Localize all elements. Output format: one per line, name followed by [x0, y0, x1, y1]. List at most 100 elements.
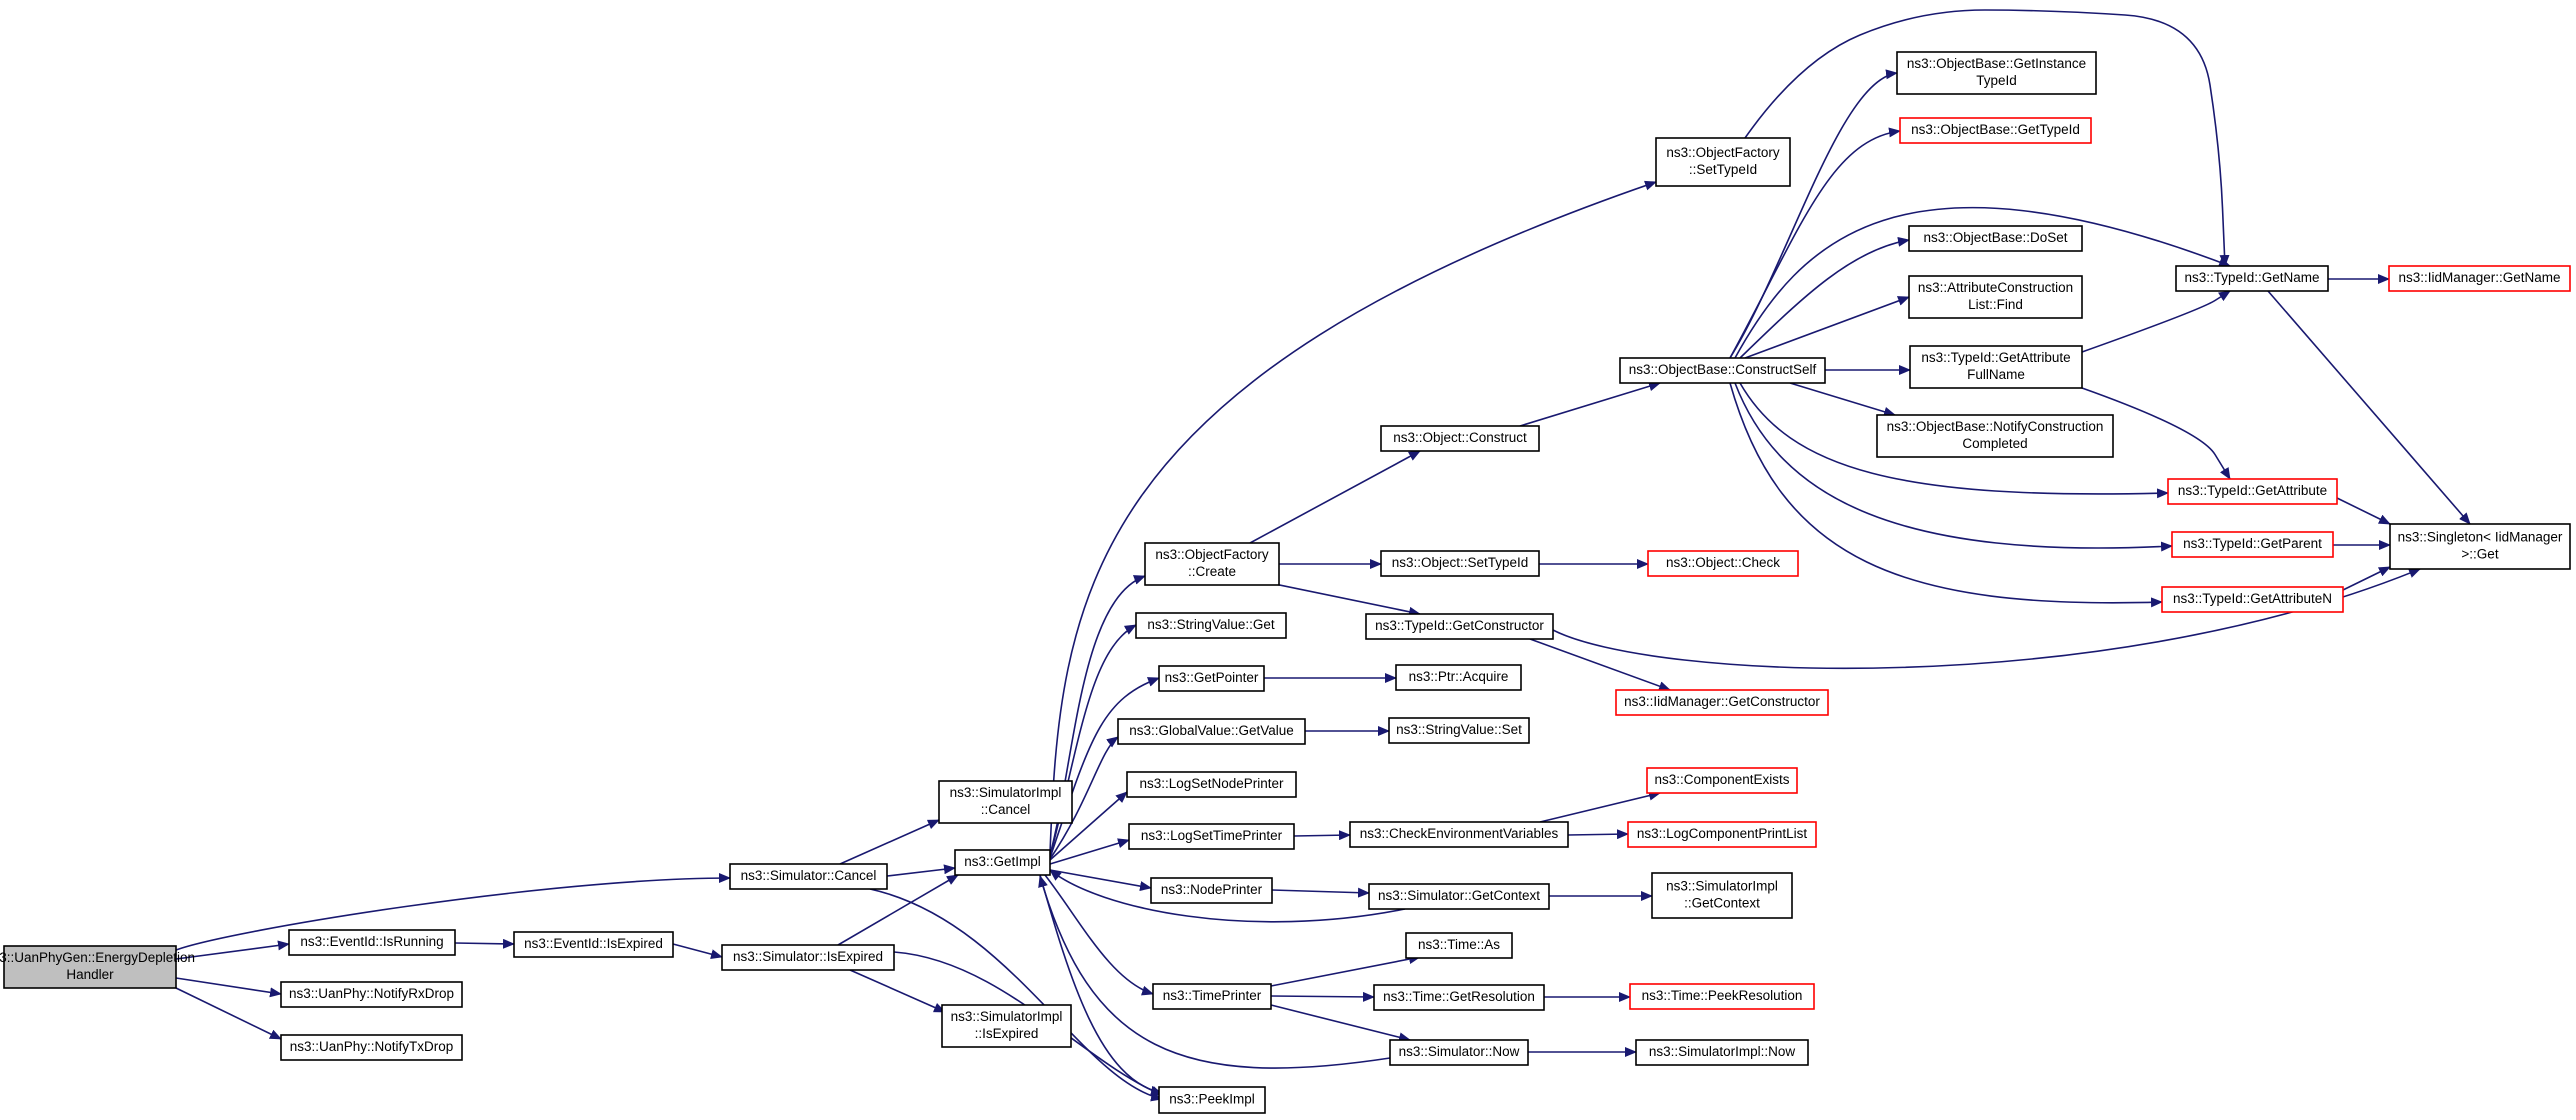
node-label: ns3::SimulatorImpl	[950, 785, 1062, 800]
node-label: ns3::TypeId::GetParent	[2183, 536, 2322, 551]
node-objsettypeid[interactable]: ns3::Object::SetTypeId	[1380, 550, 1540, 577]
node-label: ::SetTypeId	[1689, 162, 1757, 177]
node-label: TypeId	[1976, 73, 2017, 88]
node-implnow[interactable]: ns3::SimulatorImpl::Now	[1635, 1039, 1809, 1066]
node-box	[1629, 983, 1815, 1010]
edge-simcancel-to-implcancel	[839, 819, 940, 865]
node-label: ns3::LogSetNodePrinter	[1139, 776, 1284, 791]
edge-ofcreate-to-objconstruct	[1249, 450, 1421, 544]
node-checkenv[interactable]: ns3::CheckEnvironmentVariables	[1349, 821, 1569, 848]
node-box	[1152, 983, 1272, 1010]
node-getimpl[interactable]: ns3::GetImpl	[954, 849, 1051, 876]
node-label: ns3::IidManager::GetName	[2398, 270, 2560, 285]
node-label: ns3::Singleton< IidManager	[2398, 530, 2563, 545]
node-singleton[interactable]: ns3::Singleton< IidManager >::Get	[2389, 523, 2571, 570]
node-svset[interactable]: ns3::StringValue::Set	[1388, 717, 1530, 744]
node-iidgetctor[interactable]: ns3::IidManager::GetConstructor	[1615, 689, 1829, 716]
node-ptracquire[interactable]: ns3::Ptr::Acquire	[1395, 664, 1522, 691]
node-box	[2171, 531, 2334, 558]
node-timegetres[interactable]: ns3::Time::GetResolution	[1373, 984, 1545, 1011]
node-box	[1158, 1086, 1266, 1114]
node-svget[interactable]: ns3::StringValue::Get	[1135, 612, 1287, 639]
node-compexists[interactable]: ns3::ComponentExists	[1646, 767, 1798, 794]
node-implcancel[interactable]: ns3::SimulatorImpl::Cancel	[938, 780, 1073, 824]
node-box	[1627, 821, 1817, 848]
edge-evrun-to-evexp	[454, 938, 515, 949]
node-box	[1635, 1039, 1809, 1066]
node-label: ns3::ObjectFactory	[1155, 547, 1269, 562]
node-objcheck[interactable]: ns3::Object::Check	[1647, 550, 1799, 577]
node-tidgetname[interactable]: ns3::TypeId::GetName	[2175, 265, 2329, 292]
node-label: ns3::Simulator::Cancel	[741, 868, 877, 883]
edge-obconstructself-to-obgetinst	[1729, 69, 1898, 359]
nodes-layer: ns3::UanPhyGen::EnergyDepletionHandlerns…	[0, 51, 2571, 1114]
node-timeprinter[interactable]: ns3::TimePrinter	[1152, 983, 1272, 1010]
node-implgetctx[interactable]: ns3::SimulatorImpl::GetContext	[1651, 872, 1793, 919]
node-box	[1128, 823, 1295, 850]
node-tidgetattr[interactable]: ns3::TypeId::GetAttribute	[2167, 478, 2338, 505]
edge-tidgetctor-to-iidgetctor	[1529, 638, 1671, 691]
node-label: ns3::ObjectBase::ConstructSelf	[1629, 362, 1817, 377]
node-box	[1380, 425, 1540, 452]
node-objconstruct[interactable]: ns3::Object::Construct	[1380, 425, 1540, 452]
node-label: ns3::ObjectBase::DoSet	[1923, 230, 2067, 245]
edge-obconstructself-to-tidgetparent	[1734, 382, 2173, 552]
node-simnow[interactable]: ns3::Simulator::Now	[1389, 1039, 1529, 1066]
node-obdoset[interactable]: ns3::ObjectBase::DoSet	[1908, 225, 2083, 252]
node-box	[1655, 137, 1791, 187]
edge-energy-to-evrun	[175, 940, 290, 960]
node-box	[2388, 265, 2571, 292]
edge-tidgetattrn-to-singleton	[2342, 566, 2391, 591]
node-tidgetattrn[interactable]: ns3::TypeId::GetAttributeN	[2161, 586, 2344, 613]
node-rxdrop[interactable]: ns3::UanPhy::NotifyRxDrop	[280, 981, 463, 1008]
node-timeas[interactable]: ns3::Time::As	[1405, 932, 1513, 959]
node-label: ns3::ObjectFactory	[1666, 145, 1780, 160]
node-label: ns3::TypeId::GetAttribute	[1921, 350, 2070, 365]
node-obnotify[interactable]: ns3::ObjectBase::NotifyConstructionCompl…	[1876, 414, 2114, 458]
edge-obconstructself-to-obgettypeid	[1729, 127, 1901, 359]
node-label: ns3::Ptr::Acquire	[1409, 669, 1509, 684]
node-ofcreate[interactable]: ns3::ObjectFactory::Create	[1144, 542, 1280, 586]
node-label: ns3::Time::As	[1418, 937, 1500, 952]
node-timepeek[interactable]: ns3::Time::PeekResolution	[1629, 983, 1815, 1010]
node-label: ns3::ObjectBase::GetTypeId	[1911, 122, 2080, 137]
node-box	[1909, 345, 2083, 389]
node-label: ns3::GetPointer	[1165, 670, 1259, 685]
node-simgetctx[interactable]: ns3::Simulator::GetContext	[1368, 883, 1550, 910]
node-label: ns3::Time::PeekResolution	[1642, 988, 1803, 1003]
node-peekimpl[interactable]: ns3::PeekImpl	[1158, 1086, 1266, 1114]
node-simcancel[interactable]: ns3::Simulator::Cancel	[729, 863, 888, 890]
node-implisexp[interactable]: ns3::SimulatorImpl::IsExpired	[941, 1004, 1072, 1048]
edge-logsettime-to-checkenv	[1293, 830, 1351, 841]
node-logcomplist[interactable]: ns3::LogComponentPrintList	[1627, 821, 1817, 848]
node-txdrop[interactable]: ns3::UanPhy::NotifyTxDrop	[280, 1034, 463, 1061]
edge-objconstruct-to-obconstructself	[1519, 381, 1661, 427]
node-label: ns3::UanPhy::NotifyRxDrop	[289, 986, 454, 1001]
node-nodeprinter[interactable]: ns3::NodePrinter	[1150, 877, 1273, 904]
node-label: ns3::TypeId::GetConstructor	[1375, 618, 1544, 633]
node-simisexp[interactable]: ns3::Simulator::IsExpired	[721, 944, 895, 971]
node-evexp[interactable]: ns3::EventId::IsExpired	[513, 931, 674, 958]
node-label: List::Find	[1968, 297, 2023, 312]
node-obconstructself[interactable]: ns3::ObjectBase::ConstructSelf	[1619, 357, 1826, 384]
edge-tidgetname-to-singleton	[2267, 290, 2471, 525]
node-tidgetparent[interactable]: ns3::TypeId::GetParent	[2171, 531, 2334, 558]
node-getpointer[interactable]: ns3::GetPointer	[1158, 665, 1265, 692]
node-obgettypeid[interactable]: ns3::ObjectBase::GetTypeId	[1899, 117, 2092, 144]
node-evrun[interactable]: ns3::EventId::IsRunning	[288, 929, 456, 956]
node-box	[1896, 51, 2097, 95]
node-logsetnode[interactable]: ns3::LogSetNodePrinter	[1126, 771, 1297, 798]
node-ofsettypeid[interactable]: ns3::ObjectFactory::SetTypeId	[1655, 137, 1791, 187]
node-label: ns3::UanPhy::NotifyTxDrop	[290, 1039, 454, 1054]
node-tidgetctor[interactable]: ns3::TypeId::GetConstructor	[1365, 613, 1554, 640]
node-iidgetname[interactable]: ns3::IidManager::GetName	[2388, 265, 2571, 292]
node-box	[941, 1004, 1072, 1048]
node-logsettime[interactable]: ns3::LogSetTimePrinter	[1128, 823, 1295, 850]
node-label: Completed	[1962, 436, 2027, 451]
node-gvget[interactable]: ns3::GlobalValue::GetValue	[1117, 718, 1306, 745]
node-box	[1365, 613, 1554, 640]
